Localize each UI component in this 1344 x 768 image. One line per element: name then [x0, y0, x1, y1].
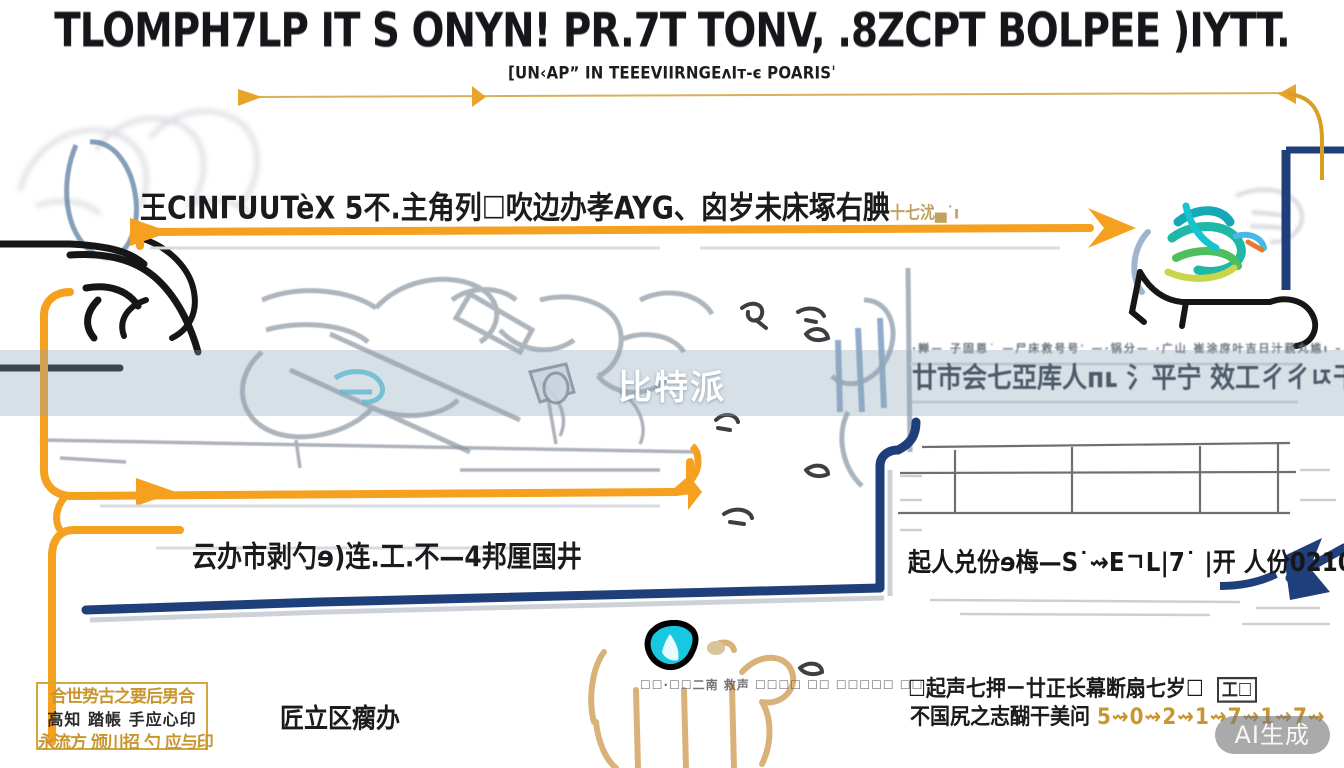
- arrow-left-icon: [130, 218, 170, 246]
- arrow-right-icon: [688, 474, 702, 510]
- arrow-left-icon: [238, 89, 262, 106]
- sketch-teal-accent: [333, 369, 386, 405]
- arrow-left-icon: [1278, 84, 1296, 104]
- orange-curve-connector: [53, 443, 702, 532]
- sketch-scribbles: [714, 301, 831, 677]
- ghost-rule-lines: [900, 468, 1336, 626]
- sketch-ghost-left: [18, 109, 259, 218]
- stamp-row-3: 永流方 颁川招 勺 应与印: [38, 733, 214, 753]
- sketch-outline-right: [1128, 269, 1319, 349]
- orange-flow-path: [40, 224, 1094, 746]
- sketch-hand-left: [0, 240, 202, 372]
- stamp-row-1: 合世势古之要后男合: [50, 687, 195, 707]
- navy-flow-path: [81, 417, 1344, 615]
- sketch-center-gray: [239, 276, 715, 455]
- sketch-gray-object: [528, 362, 576, 405]
- sketch-hand-bottom-dot: [707, 641, 725, 655]
- arrow-right-icon: [472, 86, 486, 107]
- table-grid: [898, 441, 1297, 515]
- ai-generated-badge: AI生成: [1214, 716, 1330, 754]
- guide-rules: [100, 246, 1300, 550]
- arrow-right-icon: [1088, 208, 1136, 248]
- sketch-curl-strokes: [830, 267, 913, 488]
- sketch-center-gray-2: [39, 380, 701, 472]
- navy-branch: [1219, 570, 1278, 590]
- top-axis-connector: [238, 84, 1324, 180]
- orange-arrowheads: [130, 208, 1136, 510]
- arrow-left-icon: [136, 478, 176, 506]
- teal-blob-icon: [644, 620, 699, 670]
- sketch-hand-bottom: [588, 639, 797, 768]
- arrow-left-icon: [1284, 538, 1330, 600]
- sketch-blue-loop: [64, 139, 140, 261]
- stamp-box: 合世势古之要后男合 高知 踏帳 手应心印 永流方 颁川招 勺 应与印: [36, 682, 214, 753]
- navy-arrowheads: [1284, 538, 1330, 600]
- navy-shadow: [89, 470, 893, 623]
- stamp-row-2: 高知 踏帳 手应心印: [47, 710, 197, 729]
- sketch-teal-cluster-right: [1131, 202, 1267, 295]
- sketch-vertical-strokes: [835, 317, 887, 413]
